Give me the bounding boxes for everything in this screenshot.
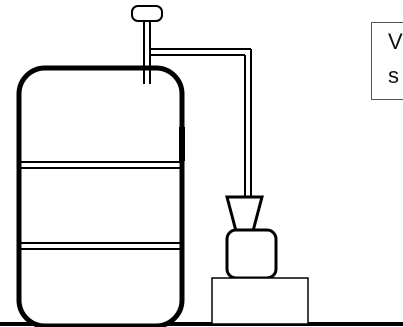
funnel	[225, 195, 264, 233]
collection-vessel	[225, 228, 278, 280]
collector	[225, 195, 278, 280]
tank-side-fitting	[179, 127, 185, 161]
delivery-tube	[150, 48, 252, 197]
support-block	[211, 277, 309, 325]
tank	[16, 65, 185, 327]
tank-body	[16, 65, 185, 327]
label-line-2: s	[388, 63, 399, 88]
label-line-1: V	[388, 29, 403, 54]
top-valve	[131, 5, 163, 84]
valve-handle	[131, 5, 163, 22]
text-label-box: V s	[371, 22, 403, 100]
